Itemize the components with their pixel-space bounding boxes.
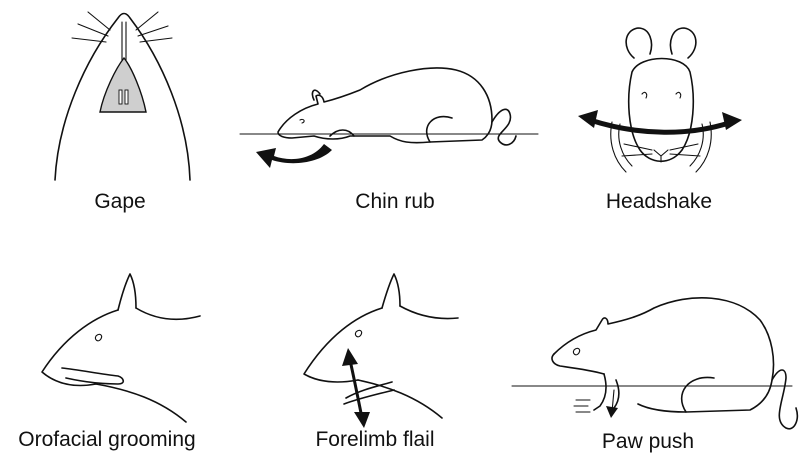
panel-gape: Gape bbox=[0, 0, 260, 230]
panel-chin-rub: Chin rub bbox=[230, 0, 550, 230]
panel-paw-push: Paw push bbox=[510, 250, 799, 466]
caption-headshake: Headshake bbox=[606, 190, 712, 214]
caption-gape: Gape bbox=[94, 190, 145, 214]
panel-forelimb-flail: Forelimb flail bbox=[270, 250, 530, 466]
panel-orofacial-grooming: Orofacial grooming bbox=[0, 250, 260, 466]
panel-headshake: Headshake bbox=[560, 0, 799, 230]
caption-chin-rub: Chin rub bbox=[355, 190, 434, 214]
caption-paw-push: Paw push bbox=[602, 430, 694, 454]
caption-forelimb-flail: Forelimb flail bbox=[315, 428, 434, 452]
caption-orofacial-grooming: Orofacial grooming bbox=[18, 428, 195, 452]
